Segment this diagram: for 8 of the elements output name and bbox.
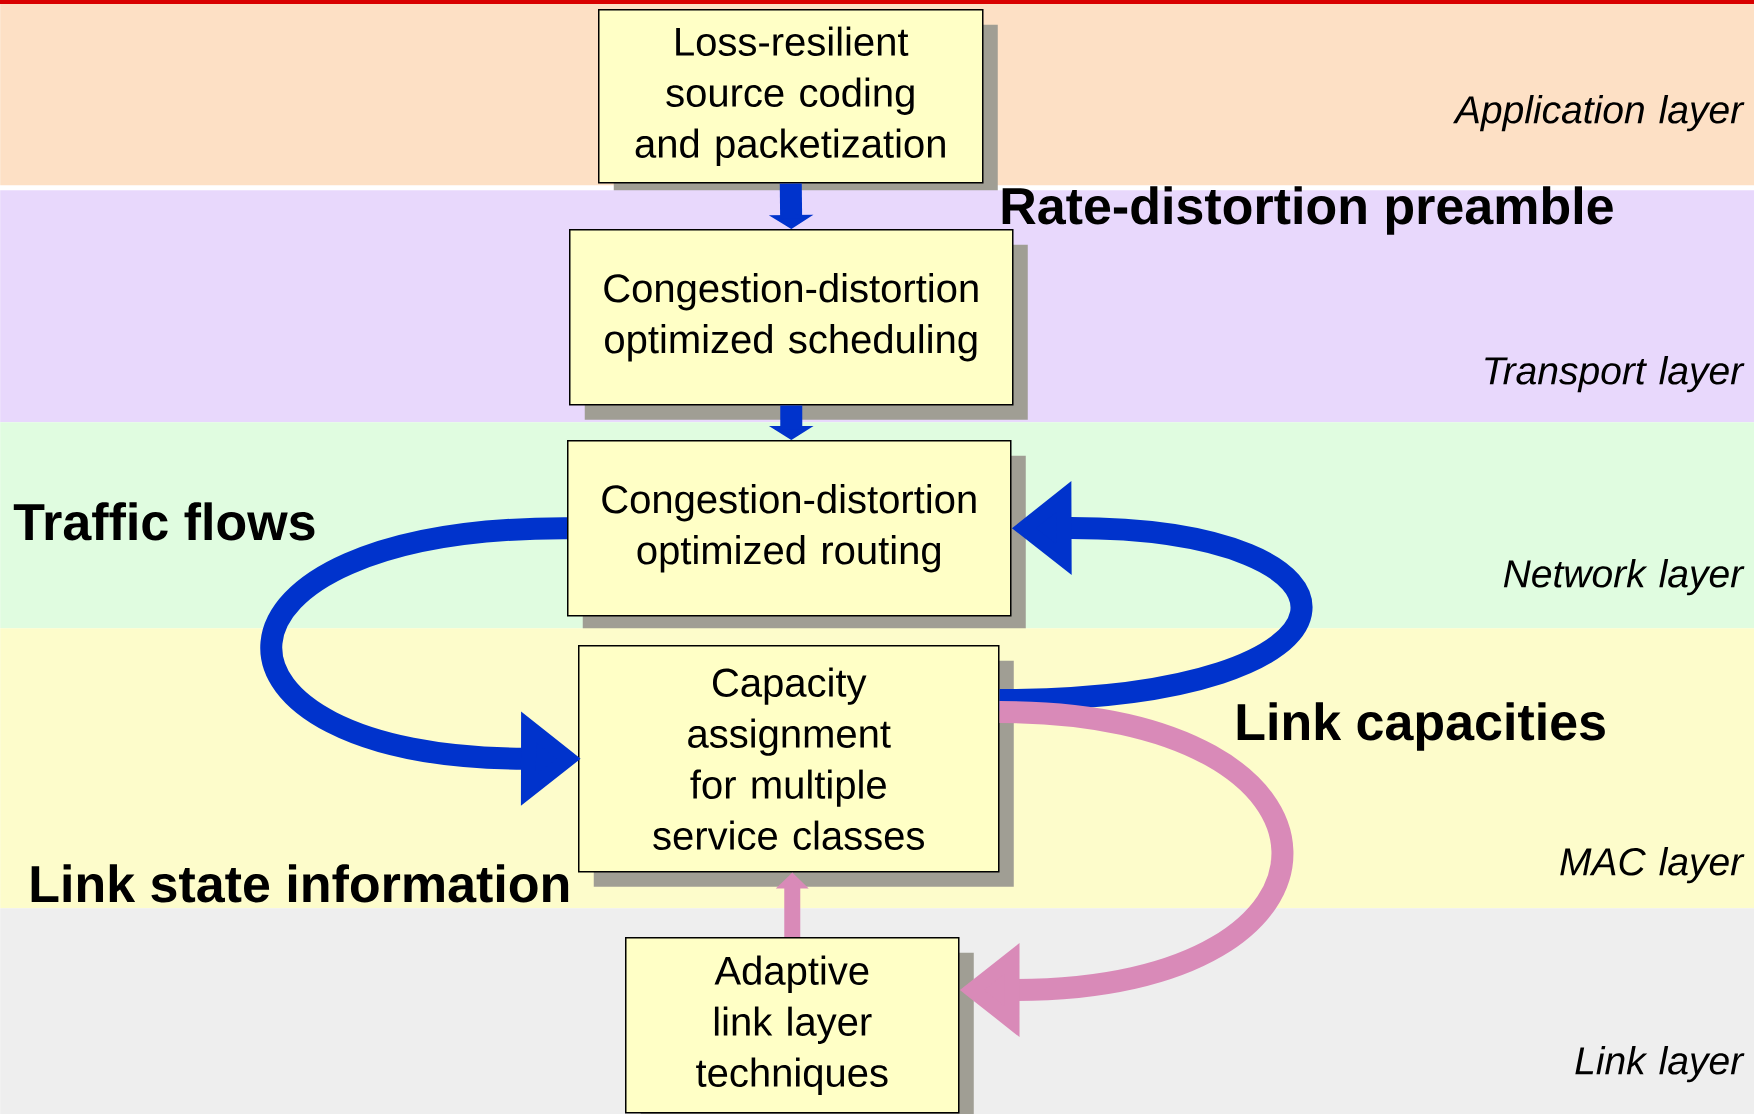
- process-box: Loss-resilient source coding and packetization: [598, 9, 998, 198]
- process-box: Adaptive link layer techniques: [625, 937, 974, 1114]
- process-box: Capacity assignment for multiple service classes: [578, 645, 1014, 887]
- annotation-label: Link capacities: [1237, 702, 1605, 751]
- process-box: Congestion-distortion optimized routing: [567, 440, 1026, 631]
- annotation-label: Traffic flows: [13, 502, 315, 541]
- process-box: Congestion-distortion optimized scheduling: [569, 229, 1028, 420]
- annotation-label: Link state information: [31, 864, 569, 903]
